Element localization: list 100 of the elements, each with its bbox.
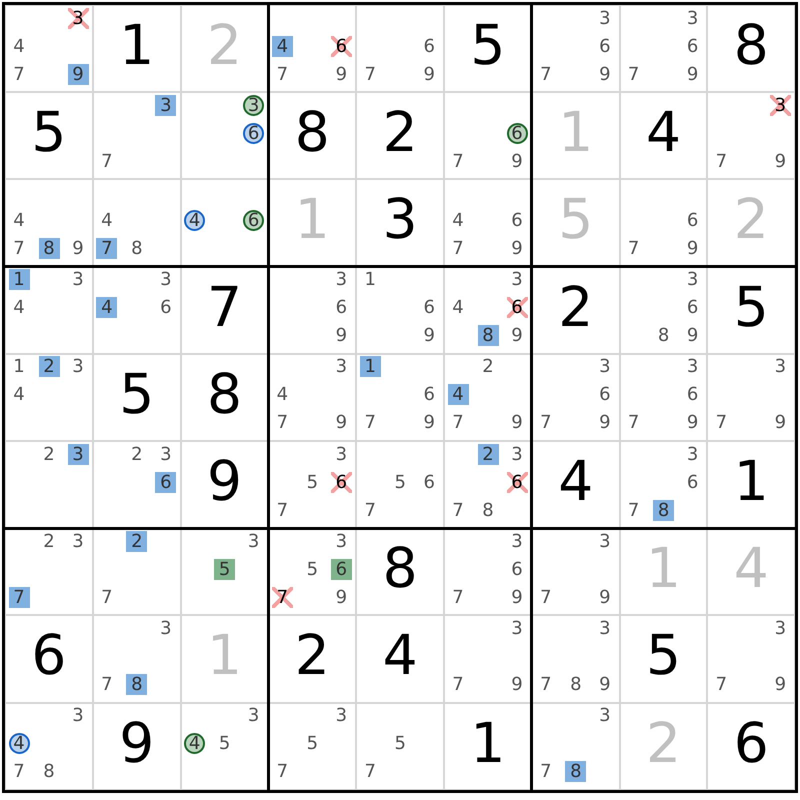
candidate-digit: 7: [363, 761, 377, 782]
candidate-digit: 9: [422, 325, 436, 346]
given-digit: 3: [382, 187, 419, 252]
candidate-digit: 3: [159, 618, 173, 639]
grid-cell: [5, 92, 93, 180]
candidate-digit: 2: [42, 444, 56, 464]
given-digit: 6: [732, 710, 770, 775]
candidate-digit: 7: [451, 674, 465, 695]
candidate-digit: 3: [510, 444, 524, 464]
candidate-digit: 4: [12, 210, 26, 231]
candidate-digit: 7: [626, 238, 640, 259]
candidate-digit: 3: [510, 530, 524, 552]
candidate-digit: 3: [334, 705, 348, 726]
candidate-digit: 3: [598, 618, 612, 639]
candidate-digit: 7: [451, 412, 465, 434]
circled-candidate: 6: [506, 122, 528, 144]
highlighted-candidate: 2: [478, 444, 498, 464]
candidate-digit: 7: [100, 150, 114, 172]
candidate-digit: 9: [686, 325, 700, 346]
highlighted-candidate: 3: [155, 94, 176, 116]
filled-digit: 2: [206, 13, 243, 77]
eliminated-candidate: 7: [272, 586, 293, 608]
given-digit: 2: [294, 623, 331, 688]
candidate-digit: 7: [363, 500, 377, 520]
circled-candidate: 4: [184, 733, 206, 754]
candidate-digit: 7: [539, 674, 553, 695]
candidate-digit: 7: [539, 761, 553, 782]
grid-cell: [356, 615, 444, 703]
circled-candidate: 6: [243, 122, 264, 144]
candidate-digit: 7: [12, 64, 26, 84]
given-digit: 8: [382, 536, 419, 600]
candidate-digit: 4: [12, 297, 26, 318]
filled-digit: 1: [644, 536, 682, 600]
candidate-digit: 5: [306, 472, 320, 492]
given-digit: 9: [118, 710, 156, 775]
candidate-digit: 5: [393, 472, 407, 492]
candidate-digit: 5: [393, 733, 407, 754]
candidate-digit: 7: [714, 674, 728, 695]
candidate-digit: 7: [539, 412, 553, 434]
candidate-digit: 5: [218, 733, 232, 754]
candidate-digit: 9: [510, 325, 524, 346]
candidate-digit: 9: [598, 412, 612, 434]
candidate-digit: 7: [451, 150, 465, 172]
candidate-digit: 3: [598, 530, 612, 552]
candidate-digit: 3: [774, 618, 788, 639]
grid-cell: [707, 354, 796, 441]
candidate-digit: 3: [246, 530, 260, 552]
grid-cell: [620, 354, 708, 441]
candidate-digit: 9: [334, 586, 348, 608]
grid-cell: [707, 615, 796, 703]
candidate-digit: 6: [422, 472, 436, 492]
candidate-digit: 8: [656, 325, 670, 346]
candidate-digit: 3: [774, 356, 788, 378]
candidate-digit: 4: [276, 384, 290, 406]
candidate-digit: 9: [510, 412, 524, 434]
candidate-digit: 3: [159, 444, 173, 464]
given-digit: 5: [644, 623, 682, 688]
given-digit: 7: [206, 274, 243, 339]
given-digit: 2: [557, 274, 594, 339]
candidate-digit: 3: [334, 444, 348, 464]
candidate-digit: 6: [686, 297, 700, 318]
candidate-digit: 9: [510, 674, 524, 695]
candidate-digit: 7: [276, 500, 290, 520]
grid-cell: [356, 92, 444, 180]
candidate-digit: 7: [451, 586, 465, 608]
given-digit: 8: [732, 13, 770, 77]
filled-digit: 1: [294, 187, 331, 252]
candidate-digit: 7: [12, 238, 26, 259]
grid-cell: [92, 354, 181, 441]
grid-cell: [356, 5, 444, 92]
given-digit: 8: [294, 100, 331, 164]
candidate-digit: 7: [363, 64, 377, 84]
candidate-digit: 4: [12, 36, 26, 56]
candidate-digit: 7: [626, 64, 640, 84]
highlighted-candidate: 6: [155, 472, 176, 492]
highlighted-candidate: 6: [330, 558, 352, 580]
given-digit: 5: [732, 274, 770, 339]
candidate-digit: 8: [481, 500, 495, 520]
given-digit: 5: [118, 362, 156, 426]
candidate-digit: 3: [71, 356, 85, 378]
candidate-digit: 6: [510, 210, 524, 231]
grid-cell: [620, 5, 708, 92]
grid-cell: [92, 702, 181, 790]
given-digit: 4: [382, 623, 419, 688]
grid-cell: [92, 5, 181, 92]
circled-candidate: 3: [243, 94, 264, 116]
candidate-digit: 7: [539, 64, 553, 84]
highlighted-candidate: 8: [38, 238, 60, 259]
grid-cell: [707, 92, 796, 180]
candidate-digit: 3: [598, 356, 612, 378]
candidate-digit: 3: [686, 8, 700, 28]
candidate-digit: 7: [100, 586, 114, 608]
candidate-digit: 9: [686, 412, 700, 434]
candidate-digit: 7: [714, 412, 728, 434]
candidate-digit: 3: [686, 444, 700, 464]
given-digit: 2: [382, 100, 419, 164]
highlighted-candidate: 8: [126, 674, 148, 695]
candidate-digit: 6: [334, 297, 348, 318]
candidate-digit: 9: [71, 238, 85, 259]
candidate-digit: 3: [510, 618, 524, 639]
